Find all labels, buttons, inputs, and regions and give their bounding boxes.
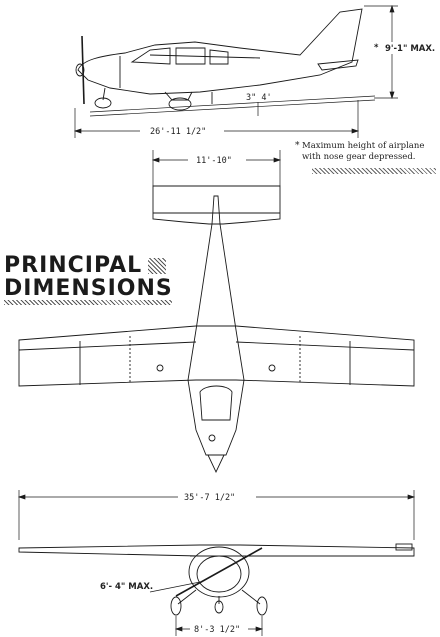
side-view	[75, 8, 363, 111]
ground-clearance-label: 3" 4'	[246, 93, 272, 103]
title-dimensions: DIMENSIONS	[4, 276, 173, 301]
footnote-text: Maximum height of airplane with nose gea…	[302, 141, 425, 162]
side-dimension-lines	[73, 4, 398, 138]
gear-tread-label: 8'-3 1/2"	[194, 625, 240, 635]
height-label: 9'-1" MAX.	[385, 44, 435, 54]
wing-span-label: 35'-7 1/2"	[184, 493, 235, 503]
title-hatch-block	[148, 258, 166, 274]
front-view	[18, 543, 415, 616]
top-view	[18, 185, 415, 474]
footnote-marker: *	[295, 141, 300, 151]
overall-length-label: 26'-11 1/2"	[150, 127, 206, 137]
stabilizer-span-label: 11'-10"	[196, 156, 232, 166]
height-marker: *	[374, 43, 379, 53]
footnote-underline-hatch	[312, 168, 436, 174]
footnote: * Maximum height of airplane with nose g…	[295, 141, 437, 163]
title-principal: PRINCIPAL	[4, 253, 143, 278]
front-dimension-lines	[17, 490, 416, 636]
propeller-diameter-label: 6'- 4" MAX.	[100, 582, 153, 592]
title-underline-hatch	[4, 300, 172, 305]
